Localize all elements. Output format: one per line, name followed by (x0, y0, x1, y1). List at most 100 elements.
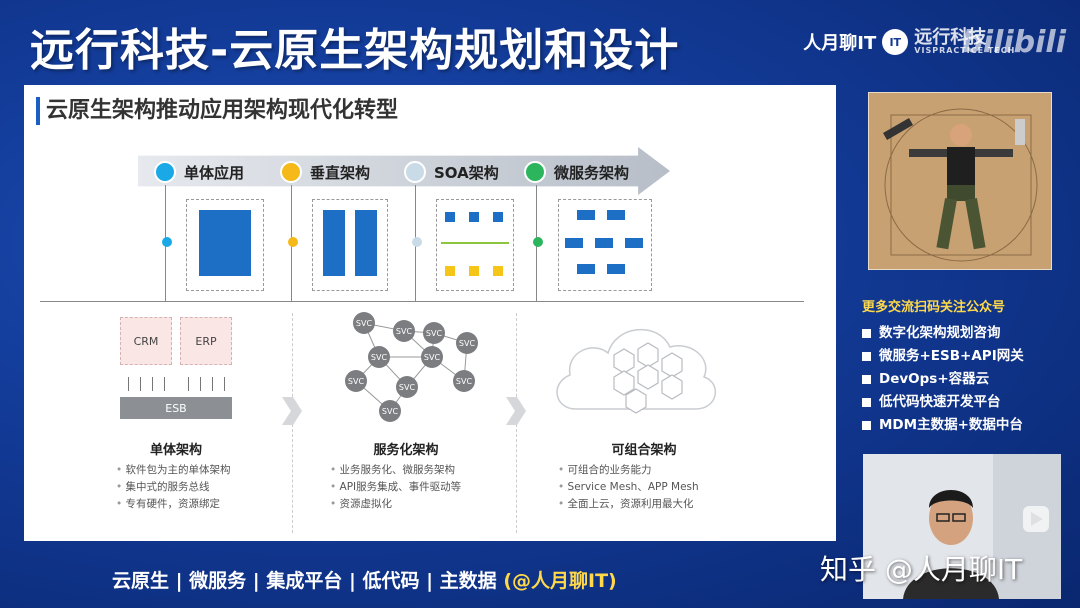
vertical-diagram (312, 199, 388, 291)
app-erp: ERP (180, 317, 232, 365)
stage-dot-icon (404, 161, 426, 183)
svc-node: SVC (353, 312, 375, 334)
promo-item: 微服务+ESB+API网关 (862, 345, 1024, 368)
bullet-item: 全面上云，资源利用最大化 (558, 496, 699, 513)
svc-node: SVC (396, 376, 418, 398)
vitruvian-photo (868, 92, 1052, 270)
service-node (577, 264, 595, 274)
company-name-en: VISPRACTICE TECH (914, 46, 1016, 55)
bullet-item: 资源虚拟化 (330, 496, 461, 513)
bullet-item: 可组合的业务能力 (558, 462, 699, 479)
stage-label: SOA架构 (434, 163, 499, 182)
service-node (595, 238, 613, 248)
promo-item: 低代码快速开发平台 (862, 391, 1024, 414)
stage-vertical: 垂直架构 (280, 159, 370, 185)
marker-dot-icon (533, 237, 543, 247)
promo-item: DevOps+容器云 (862, 368, 1024, 391)
bullet-square-icon (862, 421, 871, 430)
stage-soa: SOA架构 (404, 159, 499, 185)
brand-logo-icon: IT (882, 29, 909, 55)
svc-node: SVC (423, 322, 445, 344)
consumer-node (469, 266, 479, 276)
stage-label: 单体应用 (184, 163, 245, 182)
svc-node: SVC (421, 346, 443, 368)
page-title: 远行科技-云原生架构规划和设计 (30, 25, 680, 76)
service-node (625, 238, 643, 248)
service-node (607, 264, 625, 274)
bullet-item: 软件包为主的单体架构 (116, 462, 231, 479)
monolith-title: 单体架构 (149, 443, 202, 458)
chevron-right-icon (506, 397, 526, 425)
cloud-icon (556, 329, 717, 414)
stage-dot-icon (524, 161, 546, 183)
svc-node: SVC (393, 320, 415, 342)
footer-tags: 云原生 | 微服务 | 集成平台 | 低代码 | 主数据 (@人月聊IT) (112, 566, 617, 593)
bullet-square-icon (862, 398, 871, 407)
promo-item-label: 数字化架构规划咨询 (879, 325, 1001, 341)
monolith-diagram (186, 199, 264, 291)
promo-item: MDM主数据+数据中台 (862, 414, 1024, 437)
company-logo: 远行科技 VISPRACTICE TECH (914, 29, 1015, 55)
bullet-item: Service Mesh、APP Mesh (558, 479, 699, 496)
app-crm: CRM (120, 317, 172, 365)
company-name-cn: 远行科技 (914, 27, 987, 48)
service-node (565, 238, 583, 248)
marker-dot-icon (162, 237, 172, 247)
bullet-item: 业务服务化、微服务架构 (330, 462, 461, 479)
bullet-item: 专有硬件，资源绑定 (116, 496, 231, 513)
promo-item-label: 低代码快速开发平台 (879, 394, 1001, 410)
marker-dot-icon (288, 237, 298, 247)
service-node (445, 212, 455, 222)
promo-item-label: DevOps+容器云 (879, 371, 990, 387)
microservice-diagram (558, 199, 652, 291)
service-node (469, 212, 479, 222)
composable-title: 可组合架构 (611, 443, 677, 458)
connector-tick (128, 377, 129, 391)
vertical-block (355, 210, 377, 276)
soa-diagram (436, 199, 514, 291)
footer-handle: (@人月聊IT) (503, 570, 617, 592)
esb-bus: ESB (120, 397, 232, 419)
connector-tick (212, 377, 213, 391)
promo-item: 数字化架构规划咨询 (862, 322, 1024, 345)
promo-item-label: 微服务+ESB+API网关 (879, 348, 1024, 364)
consumer-node (493, 266, 503, 276)
monolith-block (199, 210, 251, 276)
slide-title: 云原生架构推动应用架构现代化转型 (36, 97, 398, 125)
bilibili-watermark: bilibili (961, 24, 1066, 60)
bullet-item: API服务集成、事件驱动等 (330, 479, 462, 496)
stage-label: 微服务架构 (554, 163, 630, 182)
connector-tick (188, 377, 189, 391)
bullet-square-icon (862, 352, 871, 361)
stage-label: 垂直架构 (310, 163, 371, 182)
baseline-divider (40, 301, 804, 302)
service-bus-line (441, 242, 509, 244)
presenter-avatar-icon (863, 454, 1061, 599)
service-node (577, 210, 595, 220)
slide-panel: 云原生架构推动应用架构现代化转型 单体应用 垂直架构 SOA架构 微服务架构 (24, 85, 836, 541)
connector-tick (224, 377, 225, 391)
svc-node: SVC (379, 400, 401, 422)
zhihu-watermark: 知乎 @人月聊IT (820, 553, 1023, 586)
composable-bullets: 可组合的业务能力 Service Mesh、APP Mesh 全面上云，资源利用… (558, 462, 699, 513)
bullet-square-icon (862, 329, 871, 338)
bullet-square-icon (862, 375, 871, 384)
presenter-webcam (863, 454, 1061, 599)
brand-header: 人月聊IT IT 远行科技 VISPRACTICE TECH bilibili (803, 22, 1066, 62)
monolith-bullets: 软件包为主的单体架构 集中式的服务总线 专有硬件，资源绑定 (116, 462, 231, 513)
bullet-item: 集中式的服务总线 (116, 479, 231, 496)
footer-text: 云原生 | 微服务 | 集成平台 | 低代码 | 主数据 (112, 570, 497, 592)
service-bullets: 业务服务化、微服务架构 API服务集成、事件驱动等 资源虚拟化 (330, 462, 462, 513)
service-title: 服务化架构 (373, 443, 439, 458)
stage-dot-icon (280, 161, 302, 183)
service-node (493, 212, 503, 222)
connector-tick (140, 377, 141, 391)
svc-node: SVC (368, 346, 390, 368)
vertical-block (323, 210, 345, 276)
stage-microservice: 微服务架构 (524, 159, 629, 185)
connector-tick (164, 377, 165, 391)
vitruvian-figure-icon (869, 93, 1051, 269)
marker-dot-icon (412, 237, 422, 247)
svc-node: SVC (453, 370, 475, 392)
promo-list: 数字化架构规划咨询 微服务+ESB+API网关 DevOps+容器云 低代码快速… (862, 322, 1024, 437)
